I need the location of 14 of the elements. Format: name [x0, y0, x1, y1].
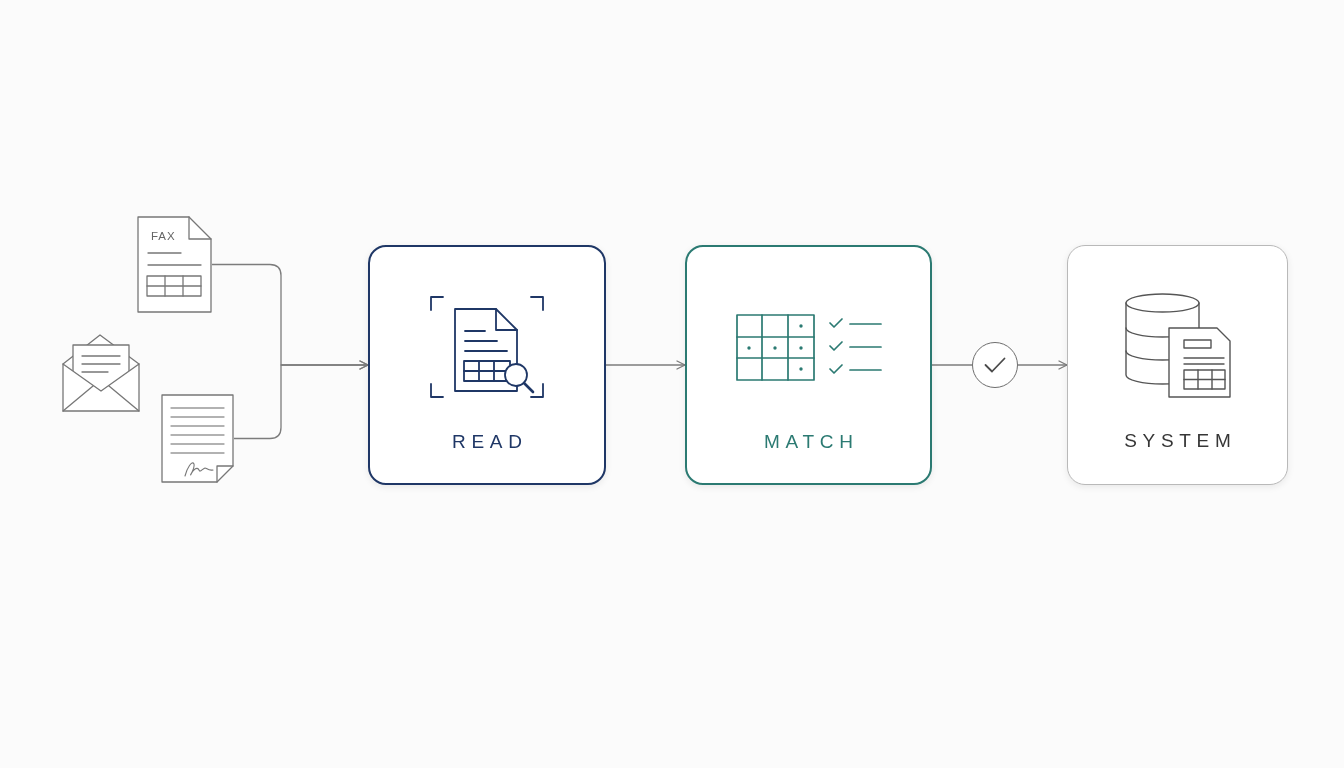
connector-arrow: [605, 360, 686, 370]
envelope-letter-picture: [62, 334, 140, 412]
signed-document-picture: [161, 394, 234, 483]
step-label: MATCH: [763, 431, 859, 453]
process-card: [685, 245, 932, 485]
connector-arrow: [1017, 360, 1068, 370]
process-card: [1067, 245, 1288, 485]
step-label: READ: [451, 431, 528, 453]
document-label: FAX: [151, 230, 176, 243]
connector-arrow: [233, 360, 369, 440]
check-circle: [972, 342, 1018, 388]
connector-line: [931, 364, 973, 366]
process-card: [368, 245, 606, 485]
step-label: SYSTEM: [1123, 430, 1237, 452]
